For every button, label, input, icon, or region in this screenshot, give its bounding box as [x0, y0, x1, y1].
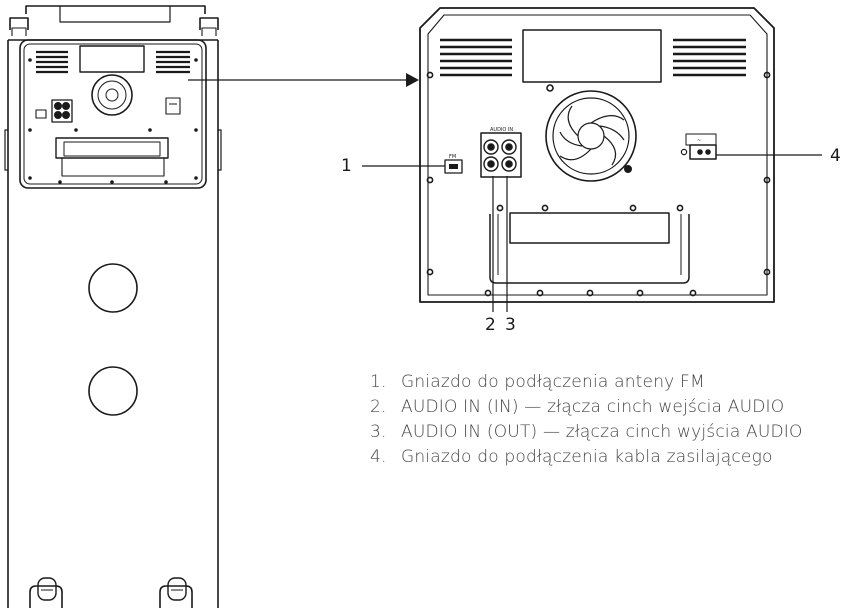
- indicator-upper: [546, 84, 554, 92]
- tower-rca-block: [51, 99, 73, 123]
- tower-fm-socket: [35, 109, 47, 119]
- vents-right: [673, 38, 746, 77]
- tower-vents-left: [36, 50, 68, 74]
- legend-list: 1. Gniazdo do podłączenia anteny FM 2. AUD…: [370, 371, 840, 471]
- tower-fan: [91, 74, 133, 116]
- panel-screws: [426, 71, 771, 297]
- legend-number: 4.: [370, 447, 387, 467]
- tower-vents-right: [156, 50, 190, 74]
- power-socket: [680, 133, 717, 160]
- callout-leaders: [362, 154, 822, 312]
- panel-label-antenna: FM: [449, 154, 456, 160]
- tower-port-upper: [88, 263, 138, 313]
- rca-out-left: [483, 156, 499, 172]
- callout-3: 3: [505, 315, 516, 335]
- legend-text: Gniazdo do podłączenia kabla zasilająceg…: [401, 447, 773, 467]
- tower-rear-panel: [19, 39, 207, 189]
- rca-in-right: [501, 139, 517, 155]
- fm-antenna-socket: [444, 159, 463, 174]
- legend-item: 1. Gniazdo do podłączenia anteny FM: [370, 371, 840, 393]
- zoom-arrow: [188, 73, 419, 87]
- rca-in-left: [483, 139, 499, 155]
- legend-number: 3.: [370, 422, 387, 442]
- legend-item: 4. Gniazdo do podłączenia kabla zasilając…: [370, 446, 840, 468]
- legend-text: Gniazdo do podłączenia anteny FM: [401, 372, 705, 392]
- speaker-tower: [4, 5, 222, 608]
- top-handle: [522, 29, 662, 83]
- legend-text: AUDIO IN (IN) — złącza cinch wejścia AUD…: [401, 397, 785, 417]
- tower-body-outline: [7, 40, 219, 608]
- cooling-fan: [545, 90, 637, 182]
- indicator-lower: [623, 165, 632, 174]
- callout-1: 1: [341, 156, 352, 176]
- legend-number: 1.: [370, 372, 387, 392]
- legend-text: AUDIO IN (OUT) — złącza cinch wyjścia AU…: [401, 422, 803, 442]
- callout-2: 2: [485, 315, 496, 335]
- vents-left: [440, 38, 512, 77]
- legend-item: 2. AUDIO IN (IN) — złącza cinch wejścia A…: [370, 396, 840, 418]
- panel-label-power: ~: [697, 138, 701, 144]
- tower-wheel-left: [29, 577, 63, 608]
- tower-lower-handle: [55, 137, 169, 159]
- bottom-handle: [489, 212, 690, 284]
- tower-panel-screws: [28, 58, 198, 184]
- panel-label-audio-in: AUDIO IN: [490, 127, 513, 133]
- tower-top-bar: [25, 5, 206, 14]
- rca-audio-block: [480, 132, 522, 178]
- tower-corner-right: [199, 17, 219, 30]
- legend-number: 2.: [370, 397, 387, 417]
- enlarged-rear-panel: [362, 7, 822, 312]
- tower-port-lower: [88, 366, 138, 416]
- tower-wheel-right: [159, 577, 193, 608]
- tower-corner-left: [9, 17, 29, 30]
- callout-4: 4: [830, 146, 841, 166]
- legend-item: 3. AUDIO IN (OUT) — złącza cinch wyjścia …: [370, 421, 840, 443]
- tower-power-socket: [165, 97, 181, 115]
- rca-out-right: [501, 156, 517, 172]
